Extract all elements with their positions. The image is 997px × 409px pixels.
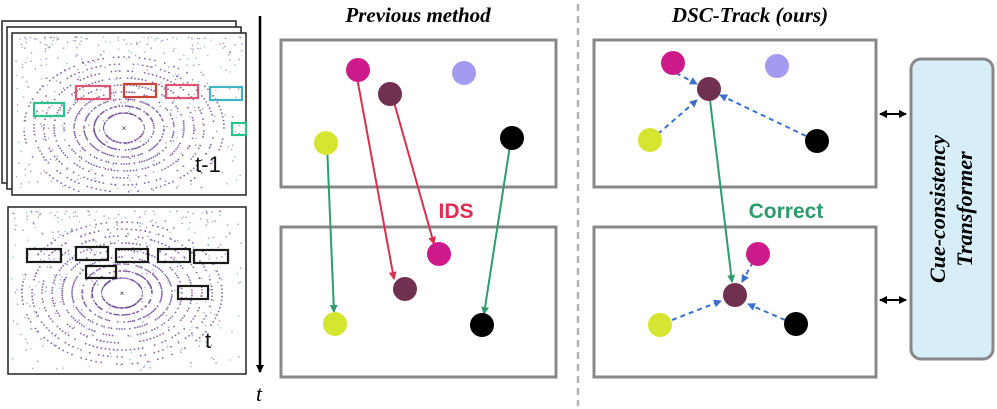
- link-arrow-lime: [326, 143, 338, 313]
- ours-lime-prev: [638, 128, 662, 152]
- ours-magenta-curr: [746, 242, 770, 266]
- correct-label: Correct: [749, 200, 824, 223]
- cue-arrow-black-top: [719, 94, 807, 137]
- dsc-track-title: DSC-Track (ours): [671, 3, 828, 27]
- detection-box: [114, 247, 150, 264]
- detection-box: [176, 284, 210, 301]
- cue-consistency-transformer-box: [909, 57, 995, 361]
- wrong-link-arrow-1: [355, 71, 397, 280]
- ours-black-curr: [784, 312, 808, 336]
- detection-box: [84, 264, 118, 280]
- frame-curr-label: t: [205, 328, 211, 353]
- detection-box: [74, 245, 110, 262]
- previous-panel-bottom: [279, 225, 558, 379]
- detection-box: [156, 247, 192, 264]
- previous-panel-top: [279, 38, 558, 189]
- svg-text:×: ×: [120, 289, 125, 298]
- ours-plum-prev: [697, 77, 721, 101]
- correct-link-arrow: [709, 99, 736, 283]
- detection-boxes-prev: [32, 82, 248, 137]
- obj-lime-curr: [323, 312, 347, 336]
- lidar-points-curr: ×: [11, 210, 243, 371]
- ours-plum-curr: [723, 283, 747, 307]
- detection-box: [122, 82, 158, 99]
- cue-arrow-magenta-top: [675, 72, 698, 85]
- obj-lavender-prev: [452, 61, 476, 85]
- detection-box: [208, 85, 244, 102]
- lidar-frame-curr-group: × t: [7, 206, 247, 375]
- detection-box: [230, 121, 248, 137]
- obj-black-prev: [500, 126, 524, 150]
- ours-panel-top: [592, 38, 878, 189]
- obj-plum-curr: [393, 277, 417, 301]
- detection-box: [25, 247, 63, 264]
- ours-lavender-prev: [765, 54, 789, 78]
- svg-text:×: ×: [122, 124, 127, 133]
- obj-magenta-curr: [427, 242, 451, 266]
- wrong-link-arrow-2: [391, 94, 436, 245]
- transformer-label-line2: Transformer: [952, 151, 977, 267]
- frame-prev-label: t-1: [195, 152, 221, 177]
- link-arrow-black: [481, 138, 512, 315]
- detection-box: [192, 248, 230, 265]
- ids-label: IDS: [438, 200, 473, 223]
- cue-arrow-black-bottom: [747, 303, 786, 321]
- obj-plum-prev: [378, 82, 402, 106]
- obj-magenta-prev: [346, 58, 370, 82]
- obj-lime-prev: [314, 131, 338, 155]
- ours-black-prev: [805, 129, 829, 153]
- time-axis-label: t: [256, 381, 263, 406]
- detection-boxes-curr: [25, 245, 230, 301]
- detection-box: [74, 84, 112, 101]
- detection-box: [164, 83, 200, 100]
- previous-method-title: Previous method: [344, 3, 491, 27]
- ours-lime-curr: [648, 313, 672, 337]
- detection-box: [32, 101, 66, 118]
- transformer-label-group: Cue-consistency Transformer: [925, 135, 977, 283]
- ours-magenta-prev: [661, 51, 685, 75]
- cue-arrow-magenta-bottom: [741, 261, 754, 283]
- transformer-label-line1: Cue-consistency: [925, 135, 950, 283]
- lidar-points-prev: ×: [15, 36, 243, 193]
- lidar-frame-stack: × t-1: [1, 20, 248, 196]
- obj-black-curr: [470, 313, 494, 337]
